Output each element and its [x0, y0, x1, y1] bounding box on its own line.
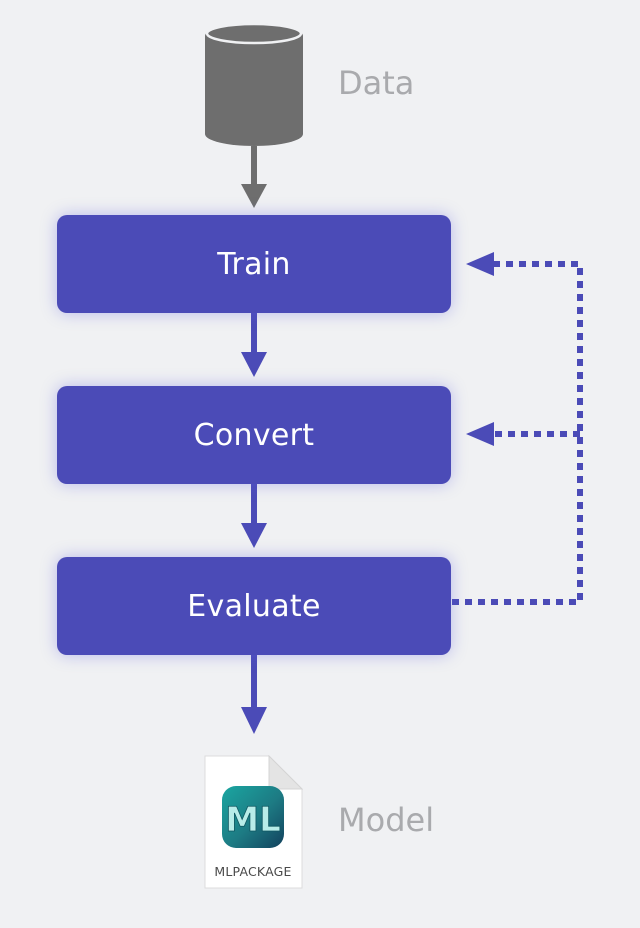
step-train: Train	[57, 215, 451, 313]
database-icon	[205, 22, 303, 146]
step-evaluate: Evaluate	[57, 557, 451, 655]
mlpackage-file-icon: ML	[204, 755, 303, 889]
feedback-arrowhead-convert	[466, 422, 494, 446]
feedback-loop-dotted	[452, 252, 583, 605]
step-convert: Convert	[57, 386, 451, 484]
arrow-evaluate-to-model	[241, 654, 267, 734]
ml-logo-icon: ML	[225, 800, 281, 841]
arrow-train-to-convert	[241, 312, 267, 377]
feedback-arrowhead-train	[466, 252, 494, 276]
data-label: Data	[338, 64, 415, 102]
ml-logo-text: ML	[225, 800, 281, 840]
model-label: Model	[338, 801, 435, 839]
arrow-data-to-train	[241, 146, 267, 208]
arrow-convert-to-evaluate	[241, 483, 267, 548]
mlpackage-caption: MLPACKAGE	[214, 864, 292, 879]
